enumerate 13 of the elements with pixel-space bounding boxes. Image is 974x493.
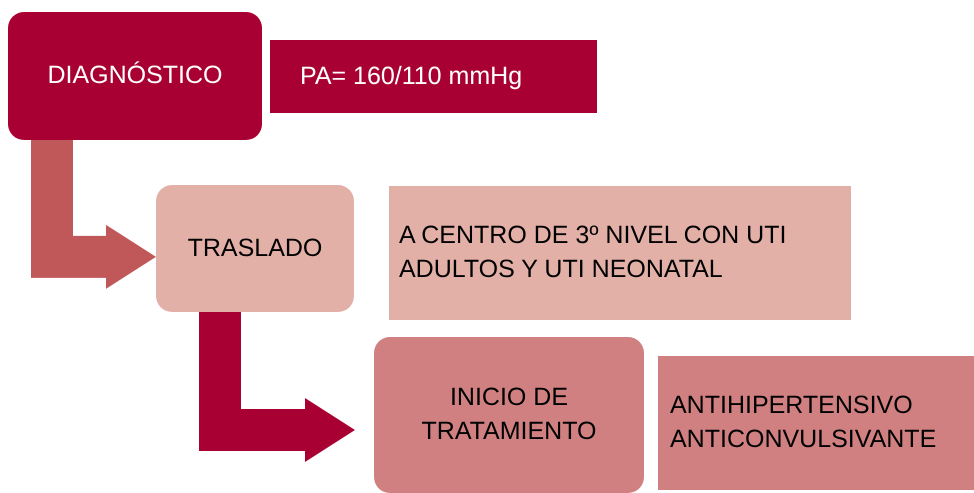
box-text: INICIO DE TRATAMIENTO [420, 382, 598, 447]
box-text: ANTIHIPERTENSIVO [670, 390, 914, 422]
info-box [270, 40, 597, 113]
box-text: PA= 160/110 mmHg [300, 60, 524, 92]
box-text: DIAGNÓSTICO [46, 60, 224, 92]
info-box [389, 186, 851, 320]
process-box [156, 185, 354, 312]
info-box [658, 356, 974, 490]
box-text: TRASLADO [186, 232, 324, 264]
process-box [374, 337, 644, 493]
process-box [8, 12, 262, 140]
box-text: A CENTRO DE 3º NIVEL CON UTI ADULTOS Y UTI NEONATAL [399, 220, 788, 285]
box-text: ANTICONVULSIVANTE [670, 424, 938, 455]
